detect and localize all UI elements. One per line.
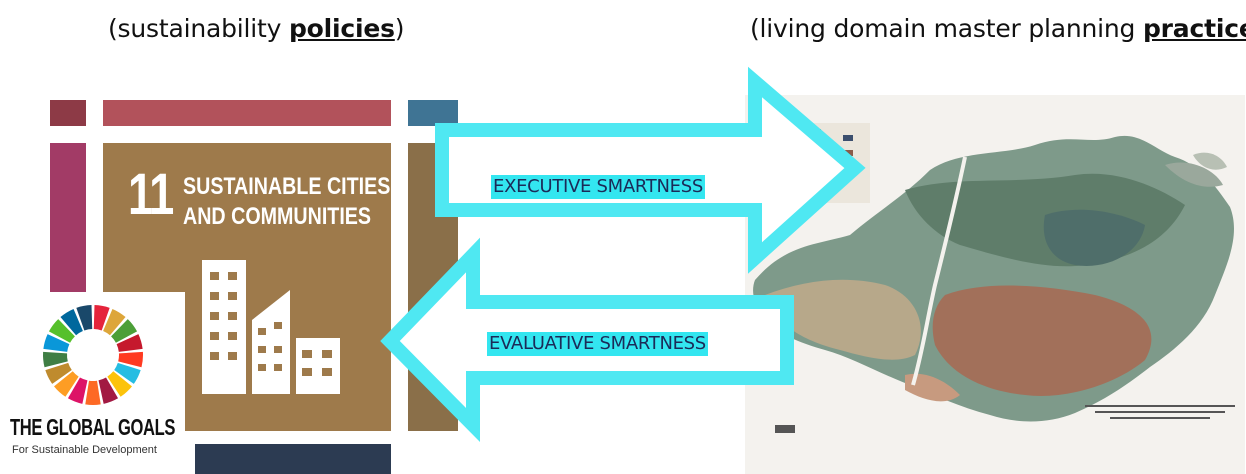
right-heading: (living domain master planning practices… [750, 14, 1246, 43]
wheel-segment [111, 319, 138, 343]
master-plan-map [745, 95, 1245, 474]
wheel-segment [103, 308, 126, 336]
wheel-segment [54, 371, 79, 397]
sdg-number: 11 [128, 162, 174, 227]
sdg-tile-strip-left [50, 143, 86, 295]
city-buildings-icon [202, 260, 340, 394]
executive-arrow [435, 66, 866, 274]
wheel-segment [93, 305, 110, 331]
wheel-segment [76, 305, 93, 331]
sdg-tile-strip-top-right [408, 100, 458, 126]
wheel-segment [85, 380, 101, 405]
wheel-segment [43, 351, 68, 368]
map-river [911, 156, 967, 386]
sdg-tile-strip-bottom [195, 444, 391, 474]
sdg-tile-strip-top-left [50, 100, 86, 126]
global-goals-subtitle: For Sustainable Development [12, 444, 157, 456]
wheel-segment [98, 377, 119, 404]
wheel-segment [114, 362, 141, 384]
wheel-segment [43, 334, 70, 352]
global-goals-wheel-icon [43, 305, 143, 405]
wheel-segment [67, 377, 88, 404]
wheel-segment [45, 362, 72, 384]
left-heading: (sustainability policies) [108, 14, 405, 43]
wheel-segment [116, 334, 143, 352]
global-goals-title: THE GLOBAL GOALS [10, 414, 176, 440]
sdg-tile-strip-top [103, 100, 391, 126]
wheel-segment [60, 308, 83, 336]
executive-smartness-label: EXECUTIVE SMARTNESS [491, 175, 705, 199]
evaluative-smartness-label: EVALUATIVE SMARTNESS [487, 332, 708, 356]
wheel-segment [107, 371, 132, 397]
wheel-segment [48, 319, 75, 343]
wheel-segment [118, 351, 143, 368]
